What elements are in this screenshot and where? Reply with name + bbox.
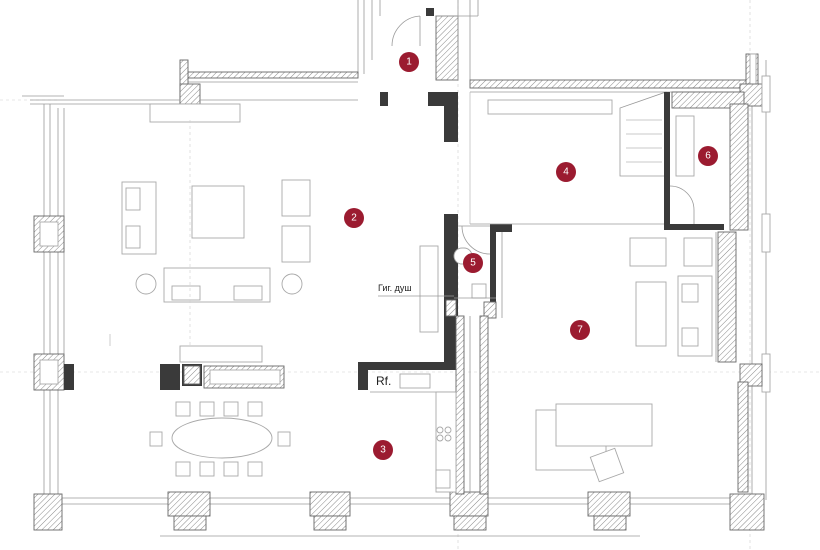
marker-circle: [698, 146, 718, 166]
bottom-exterior-wall: [33, 491, 765, 537]
room-number: 5: [470, 258, 476, 269]
room-marker-2[interactable]: 2: [344, 208, 364, 228]
top-walls: [30, 53, 759, 142]
room-marker-4[interactable]: 4: [556, 162, 576, 182]
entrance-corridor-walls: [357, 0, 479, 81]
shower-label: Гиг. душ: [378, 283, 412, 293]
room-marker-3[interactable]: 3: [373, 440, 393, 460]
marker-circle: [463, 253, 483, 273]
left-exterior-wall: [22, 95, 74, 500]
dining-room-furniture: [149, 373, 457, 493]
room-number: 2: [351, 213, 357, 224]
room-number: 7: [577, 325, 583, 336]
room-marker-6[interactable]: 6: [698, 146, 718, 166]
right-exterior-wall: [737, 60, 771, 500]
marker-circle: [373, 440, 393, 460]
room-7-furniture: [535, 231, 737, 483]
living-room-furniture: [109, 120, 311, 346]
marker-circle: [344, 208, 364, 228]
bathroom-walls: [419, 214, 512, 495]
room-number: 4: [563, 167, 569, 178]
stair-and-wardrobe: [469, 91, 749, 231]
marker-circle: [556, 162, 576, 182]
fridge-label: Rf.: [376, 374, 391, 388]
room-marker-7[interactable]: 7: [570, 320, 590, 340]
room-marker-5[interactable]: 5: [463, 253, 483, 273]
room-number: 3: [380, 445, 386, 456]
room-number: 6: [705, 151, 711, 162]
marker-circle: [399, 52, 419, 72]
marker-circle: [570, 320, 590, 340]
room-marker-1[interactable]: 1: [399, 52, 419, 72]
room-number: 1: [406, 57, 412, 68]
